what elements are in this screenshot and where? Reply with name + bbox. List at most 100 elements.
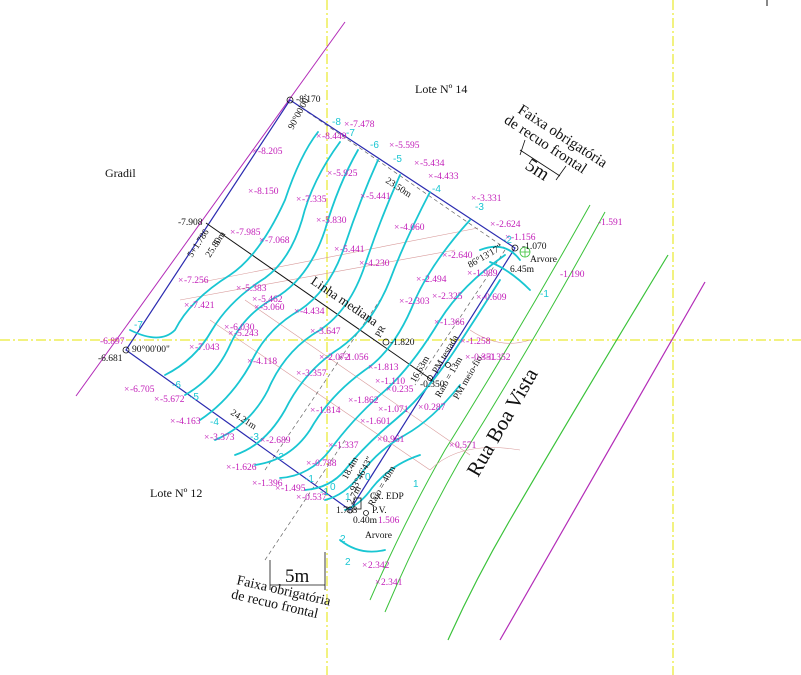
faixa-bottom: Faixa obrigatória de recuo frontal <box>230 573 333 622</box>
spot-height: -8.150 <box>254 187 279 197</box>
contour-label: -6 <box>370 140 379 151</box>
dim-5m-top: 5m <box>521 155 553 186</box>
spot-height: -1.813 <box>374 363 399 373</box>
spot-height: -4.163 <box>176 417 201 427</box>
spot-marker: × <box>442 251 447 261</box>
spot-marker: × <box>316 216 321 226</box>
faixa-top: Faixa obrigatória de recuo frontal <box>501 102 610 177</box>
spot-height: -5.243 <box>234 329 259 339</box>
contour-label: -1 <box>540 289 549 300</box>
contour-label: -3 <box>250 432 259 443</box>
spot-marker: × <box>394 223 399 233</box>
corner-right: -1.070 <box>522 242 547 252</box>
spot-marker: × <box>184 301 189 311</box>
spot-heights: ×-7.478×-5.595×-5.434×-4.433×-8.449×-8.2… <box>124 120 536 588</box>
curb-line-inner <box>369 204 591 601</box>
spot-marker: × <box>471 194 476 204</box>
contour-label: 0 <box>330 482 336 493</box>
spot-marker: × <box>418 403 423 413</box>
contour-label: 2 <box>345 557 351 568</box>
spot-height: -3.331 <box>477 194 502 204</box>
contour-label: -2 <box>275 452 284 463</box>
spot-height: -1.989 <box>473 269 498 279</box>
spot-height: -0.788 <box>312 459 337 469</box>
spot-marker: × <box>236 284 241 294</box>
svg-text:Rua Boa Vista: Rua Boa Vista <box>462 363 544 480</box>
lot-boundary <box>125 99 516 511</box>
tree-icon <box>519 246 531 258</box>
spot-marker: × <box>360 417 365 427</box>
arvore-top: Arvore <box>530 255 557 265</box>
spot-marker: × <box>490 220 495 230</box>
spot-height: -4.434 <box>300 307 325 317</box>
contour-label: 1 <box>345 492 351 503</box>
small-5: 5 <box>212 238 223 248</box>
spot-height: -5.441 <box>340 245 365 255</box>
spot-height: -1.862 <box>354 396 379 406</box>
spot-height: -1.156 <box>511 233 536 243</box>
spot-marker: × <box>348 396 353 406</box>
spot-marker: × <box>460 337 465 347</box>
spot-marker: × <box>248 187 253 197</box>
label-gradil: Gradil <box>105 166 136 180</box>
spot-marker: × <box>327 169 332 179</box>
spot-marker: × <box>480 353 485 363</box>
spot-height: -5.830 <box>322 216 347 226</box>
contour-label: -6 <box>172 380 181 391</box>
spot-marker: × <box>334 245 339 255</box>
spot-marker: × <box>344 120 349 130</box>
spot-height: -1.258 <box>466 337 491 347</box>
spot-height: -7.068 <box>265 236 290 246</box>
curb-line-mid <box>384 211 606 613</box>
spot-height: -5.060 <box>260 303 285 313</box>
mid-value: -1.820 <box>390 338 415 348</box>
spot-marker: × <box>368 363 373 373</box>
spot-height: -6.030 <box>230 323 255 333</box>
spot-height: -2.072 <box>325 353 350 363</box>
label-lote-14: Lote Nº 14 <box>415 82 467 96</box>
spot-marker: × <box>316 132 321 142</box>
spot-height: -5.434 <box>420 159 445 169</box>
spot-marker: × <box>224 323 229 333</box>
spot-height: -5.441 <box>366 192 391 202</box>
contour-label: -5 <box>190 392 199 403</box>
dim-right-front: 6.45m <box>510 265 535 275</box>
spot-height: -0.537 <box>302 493 327 503</box>
contour-label: -2 <box>503 235 512 246</box>
corner-right-b: -1.591 <box>598 218 623 228</box>
spot-height: -8.449 <box>322 132 347 142</box>
spot-height: -1.337 <box>334 441 359 451</box>
spot-marker: × <box>362 561 367 571</box>
spot-height: -1.814 <box>316 406 341 416</box>
spot-height: -6.705 <box>130 385 155 395</box>
spot-marker: × <box>310 327 315 337</box>
spot-marker: × <box>247 357 252 367</box>
angle-left: 90°00'00" <box>132 344 170 355</box>
reference-lines <box>179 227 531 471</box>
spot-marker: × <box>230 228 235 238</box>
spot-marker: × <box>296 195 301 205</box>
spot-height: -4.060 <box>400 223 425 233</box>
svg-text:5: 5 <box>212 238 223 248</box>
corner-left-c: -6.897 <box>100 337 125 347</box>
spot-marker: × <box>338 353 343 363</box>
spot-height: -7.478 <box>350 120 375 130</box>
spot-height: -1.601 <box>366 417 391 427</box>
spot-height: -0.609 <box>482 293 507 303</box>
spot-marker: × <box>378 405 383 415</box>
spot-marker: × <box>319 353 324 363</box>
spot-height: -7.256 <box>184 276 209 286</box>
spot-marker: × <box>434 318 439 328</box>
spot-height: -2.303 <box>405 297 430 307</box>
contour-label: -8 <box>332 117 341 128</box>
pm-value: -0.350 <box>420 380 445 390</box>
corner-markers <box>122 96 519 516</box>
spot-height: -2.640 <box>448 251 473 261</box>
corner-top: -8.170 <box>296 95 321 105</box>
contour-label: -4 <box>210 417 219 428</box>
spot-marker: × <box>170 417 175 427</box>
spot-marker: × <box>189 343 194 353</box>
spot-marker: × <box>449 441 454 451</box>
cx-edp: Cx. EDP <box>370 492 404 502</box>
